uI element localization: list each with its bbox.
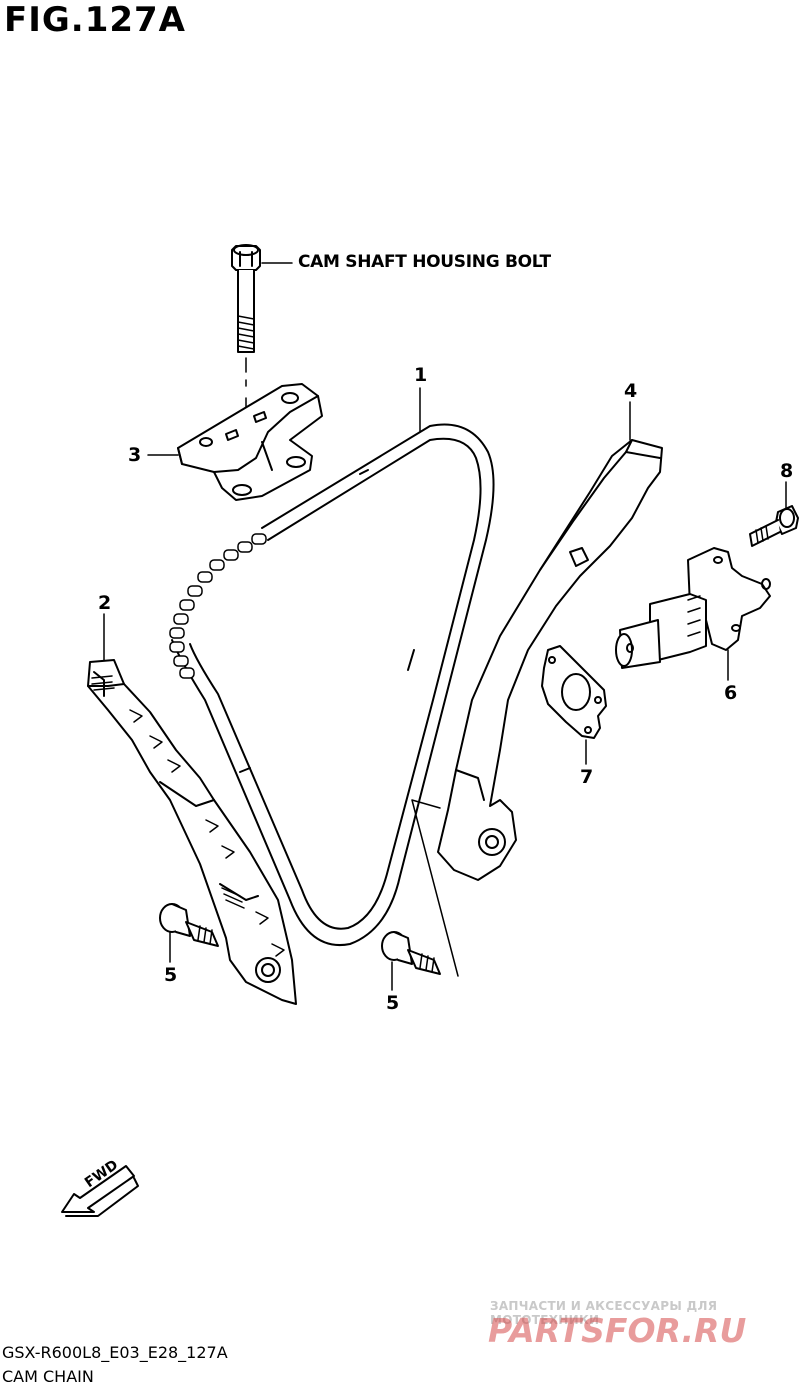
part-number-4: 4 (624, 380, 638, 402)
part-3-upper-guide-bracket (177, 383, 323, 501)
part-number-3: 3 (128, 444, 142, 466)
watermark-logo: PARTSFOR.RU (488, 1312, 746, 1348)
fwd-arrow-icon (61, 1165, 139, 1217)
part-number-5-right: 5 (386, 992, 400, 1014)
watermark-tagline: ЗАПЧАСТИ И АКСЕССУАРЫ ДЛЯ МОТОТЕХНИКИ (490, 1299, 718, 1327)
part-number-2: 2 (98, 592, 112, 614)
part-1-cam-chain (169, 423, 495, 977)
figure-code: GSX-R600L8_E03_E28_127A (2, 1343, 228, 1362)
figure-name: CAM CHAIN (2, 1367, 94, 1386)
part-4-chain-guide (437, 439, 663, 881)
leader-lines (103, 387, 787, 991)
cam-shaft-housing-bolt-label: CAM SHAFT HOUSING BOLT (298, 252, 551, 272)
part-2-tension-guide (87, 659, 297, 1005)
part-number-8: 8 (780, 460, 794, 482)
part-number-7: 7 (580, 766, 594, 788)
part-7-gasket (541, 645, 607, 739)
figure-title: FIG.127A (4, 0, 186, 40)
part-8-bolt (749, 505, 799, 547)
part-6-tensioner (615, 547, 771, 669)
cam-shaft-housing-bolt (231, 244, 261, 441)
part-5-bolt-left (159, 903, 219, 947)
part-5-bolt-right (381, 931, 441, 975)
part-number-1: 1 (414, 364, 428, 386)
watermark-logo-text: PARTSFOR.RU (488, 1312, 746, 1348)
part-number-5-left: 5 (164, 964, 178, 986)
part-number-6: 6 (724, 682, 738, 704)
